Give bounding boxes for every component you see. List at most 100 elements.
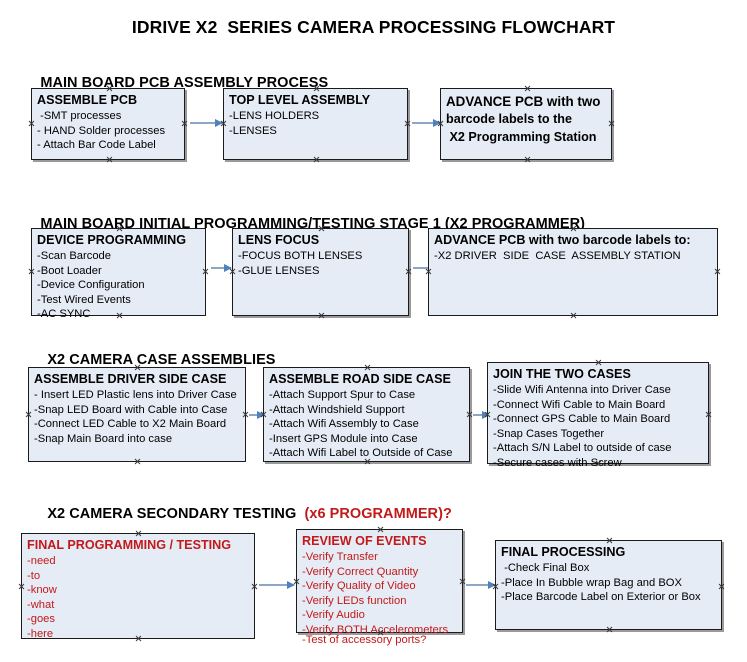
connection-handle-bottom[interactable] (524, 156, 531, 163)
node-title: ASSEMBLE DRIVER SIDE CASE (34, 372, 227, 386)
connection-handle-bottom[interactable] (318, 312, 325, 319)
page-title: IDRIVE X2 SERIES CAMERA PROCESSING FLOWC… (131, 17, 616, 37)
node-final-programming-testing[interactable]: FINAL PROGRAMMING / TESTING -need -to -k… (18, 533, 258, 640)
connection-handle-bottom[interactable] (606, 626, 613, 633)
connection-handle-right[interactable] (405, 268, 412, 275)
node-line: -Boot Loader (37, 264, 102, 277)
node-line: -to (27, 569, 41, 582)
node-line: -LENS HOLDERS (229, 110, 320, 122)
node-title: ASSEMBLE PCB (37, 93, 138, 107)
section-heading-red-text: (x6 PROGRAMMER)? (300, 506, 452, 522)
node-line: -Secure cases with Screw (493, 456, 622, 469)
node-assemble-road-side-case[interactable]: ASSEMBLE ROAD SIDE CASE -Attach Support … (263, 367, 470, 462)
node-line: -Scan Barcode (37, 250, 112, 262)
node-line: -Verify Quality of Video (302, 580, 416, 592)
node-line: -know (27, 584, 57, 596)
node-title: ADVANCE PCB with two (446, 94, 601, 109)
node-assemble-pcb[interactable]: ASSEMBLE PCB -SMT processes - HAND Solde… (31, 88, 185, 160)
connection-handle-left[interactable] (425, 268, 432, 275)
node-line: - Attach Bar Code Label (37, 139, 156, 151)
section-heading-text: X2 CAMERA CASE ASSEMBLIES (47, 352, 276, 368)
section-heading-x2-camera-secondary-testing: X2 CAMERA SECONDARY TESTING (x6 PROGRAMM… (31, 490, 452, 538)
arrow-device-programming-to-lens-focus (211, 263, 232, 272)
connection-handle-right[interactable] (714, 268, 721, 275)
connection-handle-right[interactable] (181, 120, 188, 127)
node-line: -Snap Main Board into case (34, 432, 173, 445)
connection-handle-right[interactable] (608, 120, 615, 127)
connection-handle-top[interactable] (364, 364, 371, 371)
arrow-review-of-events-to-final-processing (466, 580, 496, 589)
node-line: -FOCUS BOTH LENSES (238, 250, 363, 262)
node-line: -here (27, 627, 54, 640)
node-advance-pcb-driver-side-case[interactable]: ADVANCE PCB with two barcode labels to: … (428, 228, 718, 316)
connection-handle-left[interactable] (18, 583, 25, 590)
node-line: -LENSES (229, 124, 277, 137)
connection-handle-bottom[interactable] (106, 156, 113, 163)
node-line: -what (27, 598, 55, 611)
node-line: -Place Barcode Label on Exterior or Box (501, 591, 701, 603)
node-line: X2 Programming Station (446, 129, 597, 144)
node-line: -Place In Bubble wrap Bag and BOX (501, 576, 682, 589)
node-line: -Verify Transfer (302, 551, 378, 563)
node-line: -Verify LEDs function (302, 594, 407, 607)
connection-handle-top[interactable] (595, 359, 602, 366)
node-line: -Attach S/N Label to outside of case (493, 442, 672, 454)
node-title: ADVANCE PCB with two barcode labels to: (434, 233, 691, 247)
node-line: -Connect GPS Cable to Main Board (493, 413, 671, 425)
connection-handle-right[interactable] (466, 411, 473, 418)
connection-handle-left[interactable] (28, 120, 35, 127)
node-line: -Check Final Box (501, 562, 590, 574)
connection-handle-right[interactable] (251, 583, 258, 590)
node-title: JOIN THE TWO CASES (493, 367, 631, 381)
arrow-assemble-pcb-to-top-level-assembly (190, 118, 223, 127)
section-heading-main-board-pcb-assembly: MAIN BOARD PCB ASSEMBLY PROCESS (24, 59, 328, 107)
node-line: -Verify Correct Quantity (302, 565, 419, 578)
node-line: - Insert LED Plastic lens into Driver Ca… (34, 389, 237, 401)
connection-handle-top[interactable] (606, 537, 613, 544)
node-lens-focus[interactable]: LENS FOCUS -FOCUS BOTH LENSES -GLUE LENS… (232, 228, 409, 316)
node-review-of-events[interactable]: REVIEW OF EVENTS -Verify Transfer -Verif… (296, 529, 466, 646)
connection-handle-right[interactable] (202, 268, 209, 275)
connection-handle-bottom[interactable] (134, 458, 141, 465)
node-line: -Slide Wifi Antenna into Driver Case (493, 384, 671, 396)
node-device-programming[interactable]: DEVICE PROGRAMMING -Scan Barcode -Boot L… (28, 228, 209, 320)
node-title: ASSEMBLE ROAD SIDE CASE (269, 372, 451, 386)
node-line: -Snap LED Board with Cable into Case (34, 403, 228, 416)
node-line: -SMT processes (37, 110, 122, 122)
node-join-the-two-cases[interactable]: JOIN THE TWO CASES -Slide Wifi Antenna i… (487, 359, 712, 469)
section-heading-x2-camera-case-assemblies: X2 CAMERA CASE ASSEMBLIES (31, 336, 276, 384)
arrow-driver-side-to-road-side (249, 410, 265, 419)
node-line: -Attach Wifi Assembly to Case (269, 418, 419, 430)
node-line: -Connect LED Cable to X2 Main Board (34, 418, 227, 430)
node-line: -Test Wired Events (37, 293, 131, 306)
node-line: -Verify Audio (302, 609, 365, 621)
node-line: -Device Configuration (37, 279, 145, 291)
connection-handle-left[interactable] (25, 411, 32, 418)
connection-handle-right[interactable] (242, 411, 249, 418)
connection-handle-bottom[interactable] (570, 312, 577, 319)
node-title: REVIEW OF EVENTS (302, 534, 427, 548)
section-heading-text: MAIN BOARD PCB ASSEMBLY PROCESS (40, 75, 329, 91)
connection-handle-right[interactable] (404, 120, 411, 127)
node-final-processing[interactable]: FINAL PROCESSING -Check Final Box -Place… (495, 540, 722, 630)
connection-handle-top[interactable] (524, 85, 531, 92)
connection-handle-right[interactable] (705, 411, 712, 418)
connection-handle-left[interactable] (28, 268, 35, 275)
connection-handle-right[interactable] (459, 578, 466, 585)
arrow-road-side-to-join-cases (473, 410, 490, 419)
node-title: TOP LEVEL ASSEMBLY (229, 93, 371, 107)
node-assemble-driver-side-case[interactable]: ASSEMBLE DRIVER SIDE CASE - Insert LED P… (28, 367, 246, 462)
node-line: barcode labels to the (446, 112, 572, 126)
node-line: -Attach Windshield Support (269, 403, 405, 416)
connection-handle-right[interactable] (718, 583, 725, 590)
node-title: DEVICE PROGRAMMING (37, 233, 187, 247)
node-advance-pcb-x2-programming-station[interactable]: ADVANCE PCB with two barcode labels to t… (440, 88, 612, 160)
node-top-level-assembly[interactable]: TOP LEVEL ASSEMBLY -LENS HOLDERS -LENSES (223, 88, 408, 160)
node-line: -Attach Wifi Label to Outside of Case (269, 447, 453, 459)
node-line: -Snap Cases Together (493, 427, 605, 440)
node-line-overflow: -Test of accessory ports? (302, 633, 427, 646)
connection-handle-bottom[interactable] (313, 156, 320, 163)
node-title: FINAL PROGRAMMING / TESTING (27, 538, 232, 552)
node-line: -need (27, 555, 56, 567)
